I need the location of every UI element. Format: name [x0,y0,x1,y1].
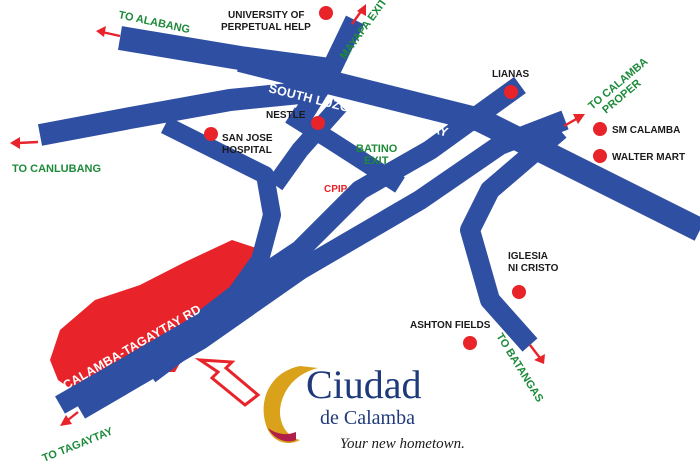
san-jose-marker [204,127,218,141]
to-canlubang-label: TO CANLUBANG [12,163,101,175]
san-jose-label-1: SAN JOSE [222,133,273,144]
ashton-marker [463,336,477,350]
direction-arrows [10,4,585,426]
road-canlubang [37,81,312,146]
road-cpip-diag [267,99,347,191]
up-marker [319,6,333,20]
batino-exit-label-2: EXIT [364,155,389,167]
logo-name: Ciudad [306,362,422,407]
iglesia-label-2: NI CRISTO [508,263,559,274]
up-label-2: PERPETUAL HELP [221,22,311,33]
logo-subtitle: de Calamba [320,407,415,429]
sm-calamba-label: SM CALAMBA [612,125,680,136]
batino-exit-label-1: BATINO [356,143,398,155]
road-network [37,15,700,419]
logo-swoosh-icon [263,366,318,444]
walter-mart-marker [593,149,607,163]
sm-calamba-marker [593,122,607,136]
iglesia-label-1: IGLESIA [508,251,548,262]
nestle-label: NESTLE [266,110,306,121]
san-jose-label-2: HOSPITAL [222,145,272,156]
road-east-connector [74,110,569,419]
road-calamba-tagaytay [55,76,526,414]
location-pointer-arrow [194,358,261,407]
nestle-marker [311,116,325,130]
up-label-1: UNIVERSITY OF [228,10,305,21]
cpip-label: CPIP [324,184,348,195]
logo-tagline: Your new hometown. [340,436,465,452]
lianas-marker [504,85,518,99]
place-markers [204,6,607,350]
ciudad-de-calamba-logo: Ciudad de Calamba Your new hometown. [263,362,465,452]
walter-mart-label: WALTER MART [612,152,685,163]
road-batangas [460,122,567,352]
to-tagaytay-label: TO TAGAYTAY [41,425,116,464]
road-batino [285,107,405,193]
lianas-label: LIANAS [492,69,530,80]
iglesia-marker [512,285,526,299]
ciudad-de-calamba-area [50,240,272,392]
road-mayapa [291,15,365,126]
ashton-label: ASHTON FIELDS [410,320,491,331]
